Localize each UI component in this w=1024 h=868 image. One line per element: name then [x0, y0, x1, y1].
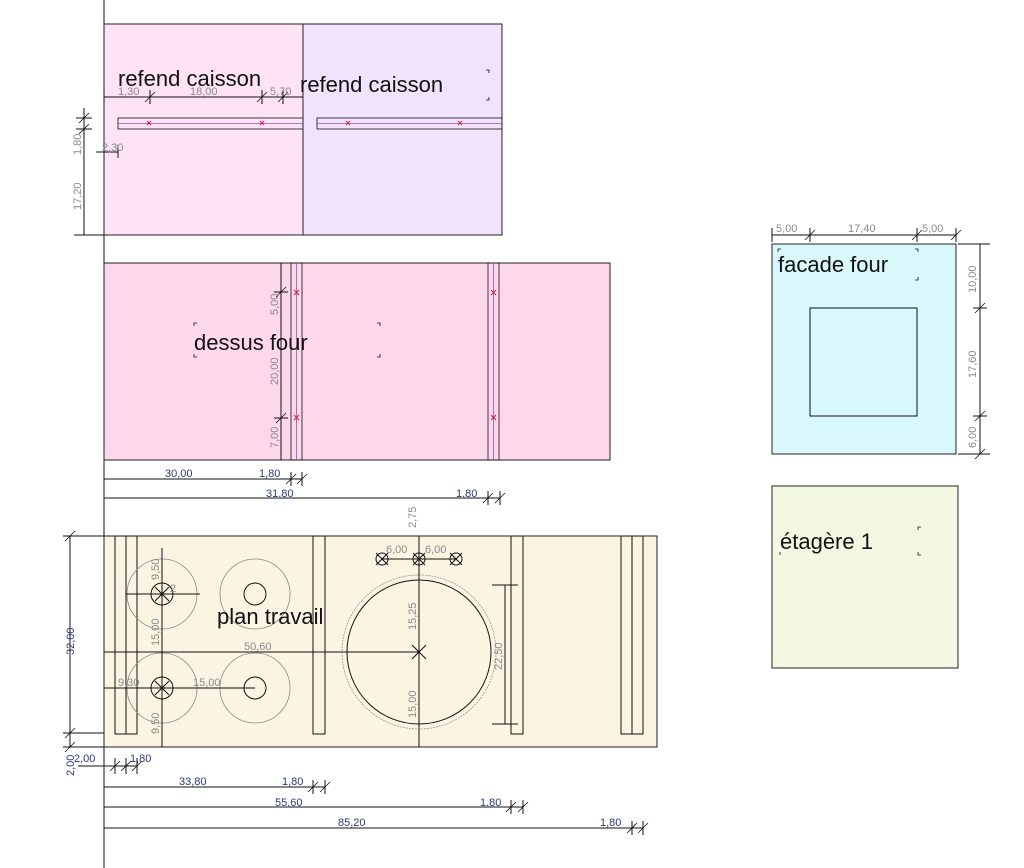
dimensions-plan: 6,00 6,00 2,75 9,50 2 15,00 9,50 50,60 1… [63, 507, 649, 835]
panel-dessus-four[interactable]: dessus four [103, 262, 611, 461]
panel-refend-caisson-1[interactable]: refend caisson [103, 23, 304, 236]
dim-label: 9,30 [118, 677, 139, 689]
panel-refend-caisson-2[interactable]: refend caisson [300, 23, 503, 236]
dim-label: 17,60 [967, 350, 979, 378]
dim-label: 1,80 [480, 797, 501, 809]
dimensions-facade: 5,00 17,40 5,00 10,00 17,60 6,00 [771, 223, 990, 460]
dimensions-refend: 1,30 18,00 5,70 1,80 17,20 2,30 [72, 86, 303, 236]
dim-label: 20,00 [269, 357, 281, 385]
dim-label: 7,00 [269, 427, 281, 448]
dim-label: 15,00 [150, 618, 162, 646]
panel-label-dessus: dessus four [194, 330, 308, 355]
dim-label: 2,75 [407, 507, 419, 528]
dim-label: 1,80 [72, 134, 84, 155]
dim-label: 2 [170, 583, 176, 595]
dim-label: 10,00 [967, 265, 979, 293]
dim-label: 17,20 [72, 182, 84, 210]
dim-label: 50,60 [244, 641, 272, 653]
dim-label: 5,00 [776, 223, 797, 235]
dim-label: 2,00 [74, 753, 95, 765]
dim-label: 30,00 [165, 468, 193, 480]
dim-label: 5,00 [269, 294, 281, 315]
panel-label-etagere: étagère 1 [780, 529, 873, 554]
dim-label: 1,80 [130, 753, 151, 765]
burner-outline [219, 558, 291, 630]
dim-label: 5,00 [922, 223, 943, 235]
dim-label: 1,80 [456, 488, 477, 500]
dim-label: 22,50 [493, 642, 505, 670]
dim-label: 1,80 [259, 468, 280, 480]
dim-label: 6,00 [386, 544, 407, 556]
dim-label: 2,00 [65, 755, 77, 776]
dim-label: 85,20 [338, 817, 366, 829]
dim-label: 1,30 [118, 86, 139, 98]
panel-label-plan: plan travail [217, 604, 323, 629]
dim-label: 6,00 [967, 427, 979, 448]
dim-label: 18,00 [190, 86, 218, 98]
panel-plan-travail[interactable]: plan travail [103, 535, 658, 748]
dim-label: 5,70 [270, 86, 291, 98]
dim-label: 1,80 [600, 817, 621, 829]
dim-label: 33,80 [179, 776, 207, 788]
dimensions-dessus: 5,00 20,00 7,00 30,00 1,80 31,80 1,80 [104, 263, 506, 505]
dim-label: 6,00 [425, 544, 446, 556]
dim-label: 15,00 [407, 690, 419, 718]
panel-etagere-1[interactable]: étagère 1 [771, 485, 959, 669]
panel-label-refend-2: refend caisson [300, 72, 443, 97]
dim-label: 55,60 [275, 797, 303, 809]
dim-label: 9,50 [150, 713, 162, 734]
dim-label: 9,50 [150, 559, 162, 580]
dim-label: 15,25 [407, 602, 419, 630]
dim-label: 17,40 [848, 223, 876, 235]
dim-label: 32,00 [65, 627, 77, 655]
oven-opening [809, 307, 918, 417]
burner-hole [243, 582, 267, 606]
panel-label-refend-1: refend caisson [118, 66, 261, 91]
dim-label: 2,30 [102, 142, 123, 154]
dim-label: 1,80 [282, 776, 303, 788]
panel-label-facade: facade four [778, 252, 888, 277]
panel-facade-four[interactable]: facade four [771, 243, 957, 455]
dim-label: 31,80 [266, 488, 294, 500]
dim-label: 15,00 [193, 677, 221, 689]
